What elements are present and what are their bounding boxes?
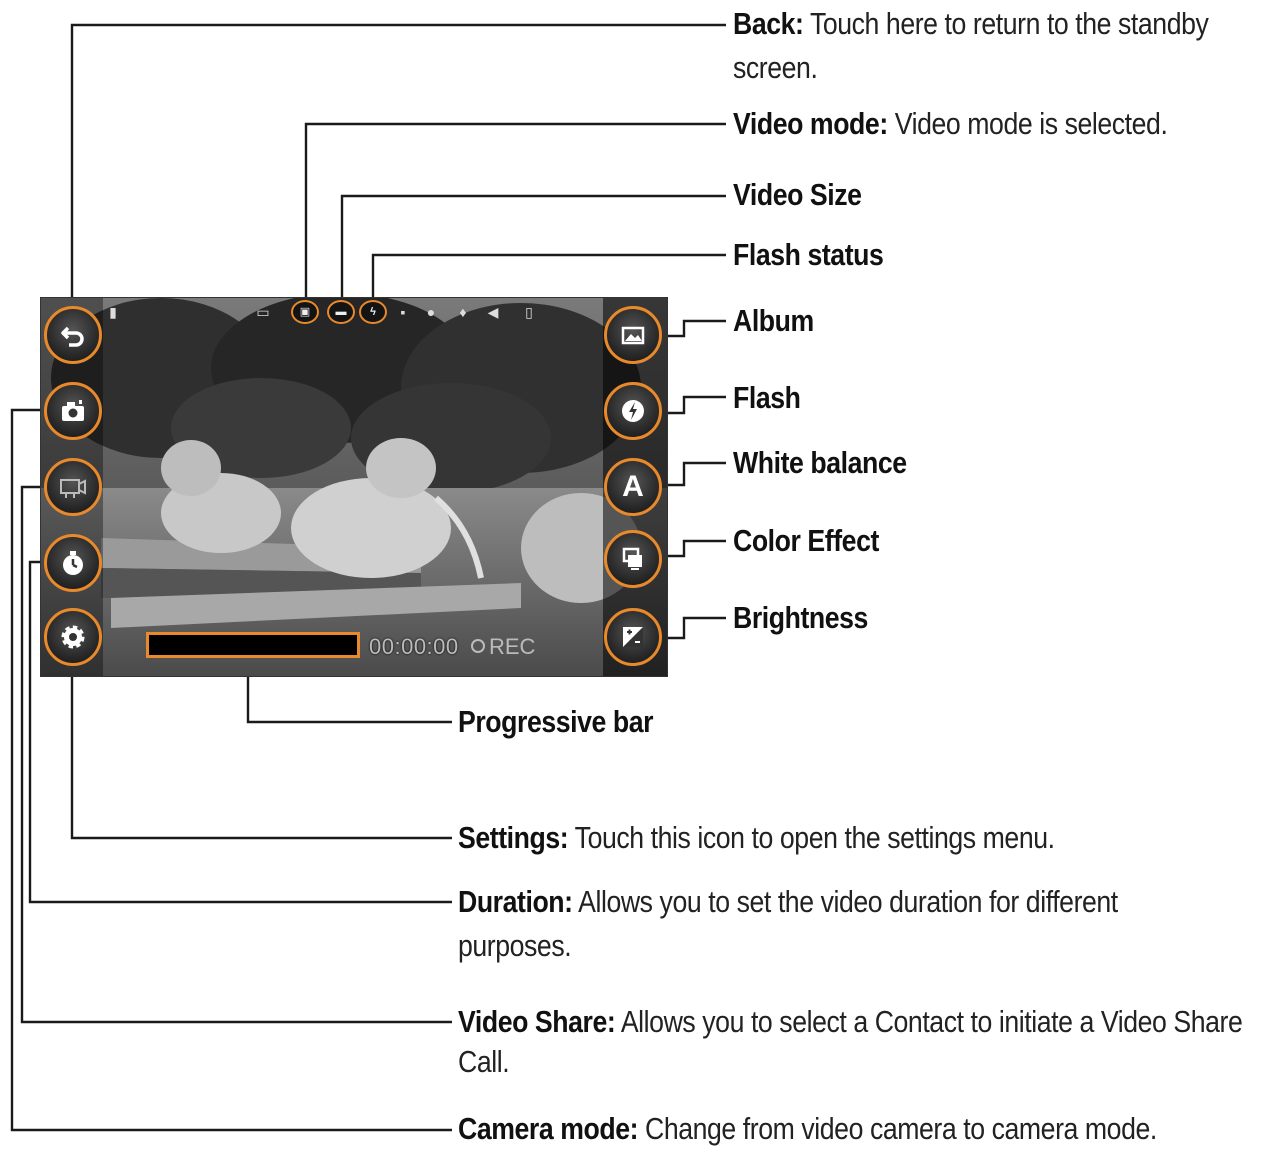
callout-brightness: Brightness: [733, 596, 868, 640]
callout-duration: Duration: Allows you to set the video du…: [458, 880, 1232, 968]
brightness-button[interactable]: [604, 608, 662, 666]
leader-camera-mode: [10, 408, 452, 1132]
callout-white-balance: White balance: [733, 441, 907, 485]
duration-icon: [63, 551, 83, 575]
callout-album-term: Album: [733, 303, 814, 338]
image-icon: ▪: [400, 304, 406, 320]
leader-video-mode: [304, 122, 726, 313]
white-balance-button[interactable]: A: [604, 458, 662, 516]
duration-button[interactable]: [44, 534, 102, 592]
callout-camera-mode-desc: Change from video camera to camera mode.: [638, 1111, 1157, 1146]
speaker-icon: ◀: [487, 304, 499, 320]
callout-video-mode-term: Video mode:: [733, 106, 888, 141]
status-bar: ▮ ▭ ▣ ▬ ϟ ▪ ● ♦ ◀ ▯: [103, 300, 603, 324]
video-share-icon: [60, 479, 86, 498]
recording-time: 00:00:00: [369, 634, 459, 659]
flash-icon: [622, 400, 644, 422]
callout-video-mode-desc: Video mode is selected.: [887, 106, 1168, 141]
callout-back: Back: Touch here to return to the standb…: [733, 2, 1258, 90]
leader-back: [70, 23, 726, 308]
callout-back-term: Back:: [733, 6, 804, 41]
callout-progressive-bar-term: Progressive bar: [458, 704, 654, 739]
callout-flash-status: Flash status: [733, 233, 884, 277]
leader-flash: [666, 395, 726, 415]
callout-video-share-term: Video Share:: [458, 1004, 616, 1039]
signal-icon: ▮: [109, 304, 117, 320]
callout-video-share: Video Share: Allows you to select a Cont…: [458, 1002, 1258, 1082]
storage-icon: ▯: [525, 304, 533, 320]
callout-video-size: Video Size: [733, 173, 862, 217]
back-button[interactable]: [44, 306, 102, 364]
color-effect-button[interactable]: [604, 530, 662, 588]
leader-duration: [28, 560, 452, 904]
callout-camera-mode-term: Camera mode:: [458, 1111, 639, 1146]
rec-label: REC: [489, 634, 536, 659]
callout-duration-desc: Allows you to set the video duration for…: [458, 884, 1118, 963]
settings-button[interactable]: [44, 608, 102, 666]
callout-duration-term: Duration:: [458, 884, 573, 919]
callout-video-share-desc: Allows you to select a Contact to initia…: [458, 1004, 1243, 1079]
battery-icon: ▭: [256, 304, 270, 320]
back-icon: [61, 326, 84, 347]
leader-brightness: [666, 616, 726, 640]
flash-status-icon: ϟ: [359, 300, 387, 324]
callout-brightness-term: Brightness: [733, 600, 868, 635]
leader-flash-status: [371, 253, 726, 313]
callout-camera-mode: Camera mode: Change from video camera to…: [458, 1107, 1157, 1151]
callout-video-mode: Video mode: Video mode is selected.: [733, 102, 1168, 146]
callout-flash-status-term: Flash status: [733, 237, 884, 272]
white-balance-icon: A: [622, 470, 644, 503]
leader-album: [666, 319, 726, 338]
video-share-button[interactable]: [44, 458, 102, 516]
camera-mode-icon: [62, 400, 84, 421]
video-size-icon: ▬: [327, 300, 355, 324]
leader-color-effect: [666, 539, 726, 558]
callout-flash-term: Flash: [733, 380, 801, 415]
leader-settings: [70, 667, 452, 840]
timer-icon: ●: [426, 304, 436, 320]
callout-white-balance-term: White balance: [733, 445, 907, 480]
callout-color-effect: Color Effect: [733, 519, 879, 563]
settings-icon: [61, 625, 85, 649]
callout-settings-term: Settings:: [458, 820, 569, 855]
mic-icon: ♦: [459, 304, 467, 320]
leader-video-size: [340, 194, 726, 313]
callout-album: Album: [733, 299, 814, 343]
brightness-icon: [623, 627, 643, 647]
callout-back-desc: Touch here to return to the standby scre…: [733, 6, 1209, 85]
camera-mode-button[interactable]: [44, 382, 102, 440]
album-button[interactable]: [604, 306, 662, 364]
leader-white-balance: [666, 461, 726, 487]
video-mode-icon: ▣: [291, 300, 319, 324]
album-icon: [621, 326, 645, 345]
record-dot-icon: [471, 639, 485, 653]
camera-viewfinder: ▮ ▭ ▣ ▬ ϟ ▪ ● ♦ ◀ ▯: [40, 297, 668, 677]
callout-video-size-term: Video Size: [733, 177, 862, 212]
callout-settings-desc: Touch this icon to open the settings men…: [568, 820, 1055, 855]
callout-progressive-bar: Progressive bar: [458, 700, 654, 744]
color-effect-icon: [622, 547, 642, 570]
progressive-bar: [146, 632, 360, 658]
preview-image: [41, 298, 667, 676]
callout-color-effect-term: Color Effect: [733, 523, 879, 558]
flash-button[interactable]: [604, 382, 662, 440]
leader-progressive-bar: [246, 658, 452, 724]
callout-settings: Settings: Touch this icon to open the se…: [458, 816, 1055, 860]
leader-video-share: [20, 485, 452, 1024]
callout-flash: Flash: [733, 376, 801, 420]
